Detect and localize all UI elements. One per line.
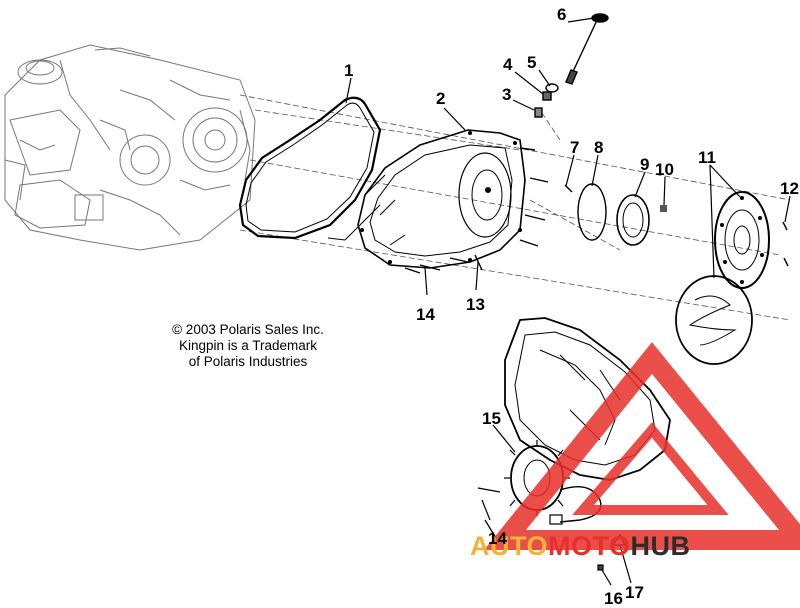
callout-12: 12	[780, 179, 799, 198]
watermark-text: AUTOMOTOHUB	[470, 531, 691, 561]
gasket-part	[238, 96, 382, 240]
spacer-part	[660, 205, 667, 212]
callout-14-lower: 14	[488, 529, 507, 548]
callout-6: 6	[557, 5, 566, 24]
fasteners	[404, 13, 789, 274]
callout-13: 13	[466, 295, 485, 314]
callout-9: 9	[640, 155, 649, 174]
clutch-cover-part	[327, 129, 526, 269]
seal-part	[616, 194, 650, 246]
copyright-line-3: of Polaris Industries	[188, 354, 308, 369]
callout-10: 10	[655, 160, 674, 179]
callout-3: 3	[502, 85, 511, 104]
callout-4: 4	[503, 55, 513, 74]
alignment-lines	[239, 94, 791, 321]
callout-11: 11	[698, 148, 716, 167]
callout-2: 2	[436, 89, 445, 108]
stator-cover-part	[504, 317, 671, 481]
engine-assembly	[4, 44, 256, 251]
callout-7: 7	[570, 138, 579, 157]
callout-5: 5	[527, 53, 536, 72]
callout-labels: 1 2 3 4 5 6 7 8 9 10 11 12 13 14 14 15 1…	[344, 5, 799, 608]
callout-14: 14	[416, 305, 435, 324]
callout-17: 17	[625, 583, 644, 602]
callout-8: 8	[594, 138, 603, 157]
outer-cover-part	[675, 191, 770, 365]
callout-1: 1	[344, 61, 353, 80]
callout-15: 15	[482, 409, 501, 428]
o-ring-part	[577, 183, 607, 241]
callout-16: 16	[604, 589, 623, 608]
copyright-notice: © 2003 Polaris Sales Inc. Kingpin is a T…	[148, 322, 348, 370]
watermark-logo	[484, 342, 800, 550]
leader-lines	[345, 17, 791, 586]
copyright-line-1: © 2003 Polaris Sales Inc.	[172, 322, 324, 337]
copyright-line-2: Kingpin is a Trademark	[178, 338, 318, 353]
